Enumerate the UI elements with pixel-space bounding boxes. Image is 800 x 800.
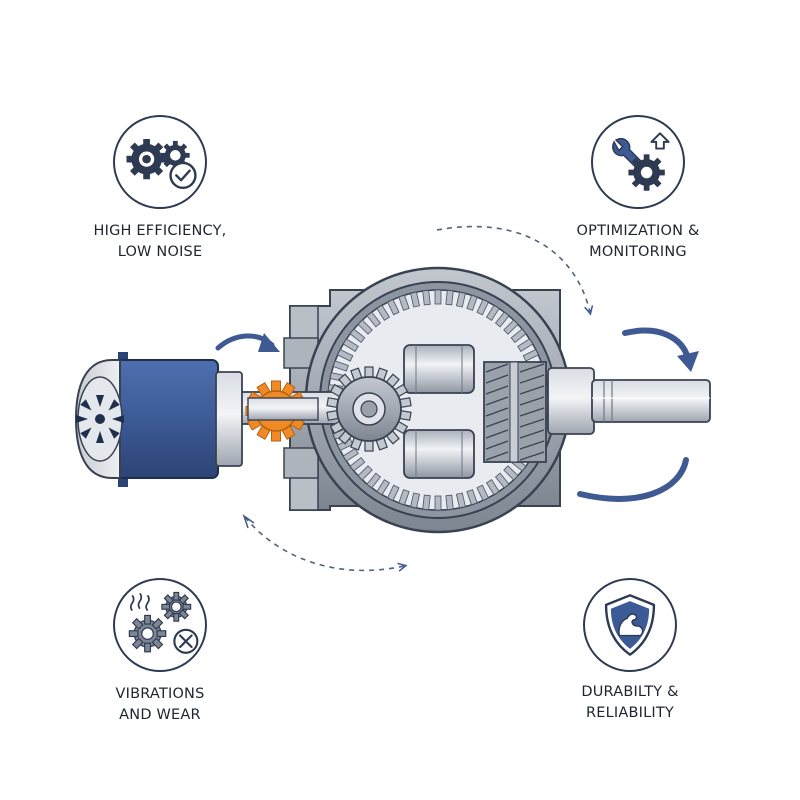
- feature-durability-line1: DURABILTY &: [581, 684, 679, 700]
- shield-bicep-icon: [604, 594, 656, 656]
- feature-efficiency-caption: HIGH EFFICIENCY, LOW NOISE: [60, 221, 260, 263]
- feature-durability: DURABILTY & RELIABILITY: [530, 578, 730, 724]
- wrench-gear-upgrade-icon: [612, 132, 670, 191]
- feature-durability-badge: [583, 578, 677, 672]
- electric-motor: [74, 352, 243, 487]
- feature-optimization-line2: MONITORING: [589, 244, 687, 260]
- dashed-flow-arrow-bottom: [244, 516, 404, 570]
- gears-check-icon: [126, 139, 197, 190]
- dashed-flow-arrow-top: [436, 225, 590, 312]
- feature-vibrations: VIBRATIONS AND WEAR: [60, 578, 260, 726]
- output-rotation-arrowhead: [677, 351, 699, 372]
- feature-efficiency-line1: HIGH EFFICIENCY,: [93, 223, 227, 239]
- vibrating-gears-x-icon: [128, 591, 199, 654]
- feature-durability-line2: RELIABILITY: [585, 705, 674, 721]
- output-rotation-arrow-top: [622, 327, 691, 361]
- sun-gear: [326, 366, 412, 452]
- feature-vibrations-line2: AND WEAR: [119, 707, 201, 723]
- helical-gear: [483, 361, 547, 463]
- input-rotation-arrowhead: [258, 333, 280, 352]
- feature-efficiency-badge: [113, 115, 207, 209]
- planet-roller-bottom: [403, 429, 475, 479]
- feature-vibrations-caption: VIBRATIONS AND WEAR: [60, 684, 260, 726]
- feature-efficiency: HIGH EFFICIENCY, LOW NOISE: [60, 115, 260, 263]
- feature-optimization-badge: [591, 115, 685, 209]
- feature-vibrations-line1: VIBRATIONS: [115, 686, 205, 702]
- feature-durability-caption: DURABILTY & RELIABILITY: [530, 682, 730, 724]
- feature-efficiency-line2: LOW NOISE: [117, 244, 203, 260]
- feature-optimization-caption: OPTIMIZATION & MONITORING: [538, 221, 738, 263]
- feature-vibrations-badge: [113, 578, 207, 672]
- dashed-flow-arrow-bottom-start: [242, 514, 255, 529]
- output-rotation-arrow-bottom: [577, 457, 689, 502]
- feature-optimization: OPTIMIZATION & MONITORING: [538, 115, 738, 263]
- output-shaft: [547, 367, 711, 435]
- planet-roller-top: [403, 344, 475, 394]
- feature-optimization-line1: OPTIMIZATION &: [576, 223, 700, 239]
